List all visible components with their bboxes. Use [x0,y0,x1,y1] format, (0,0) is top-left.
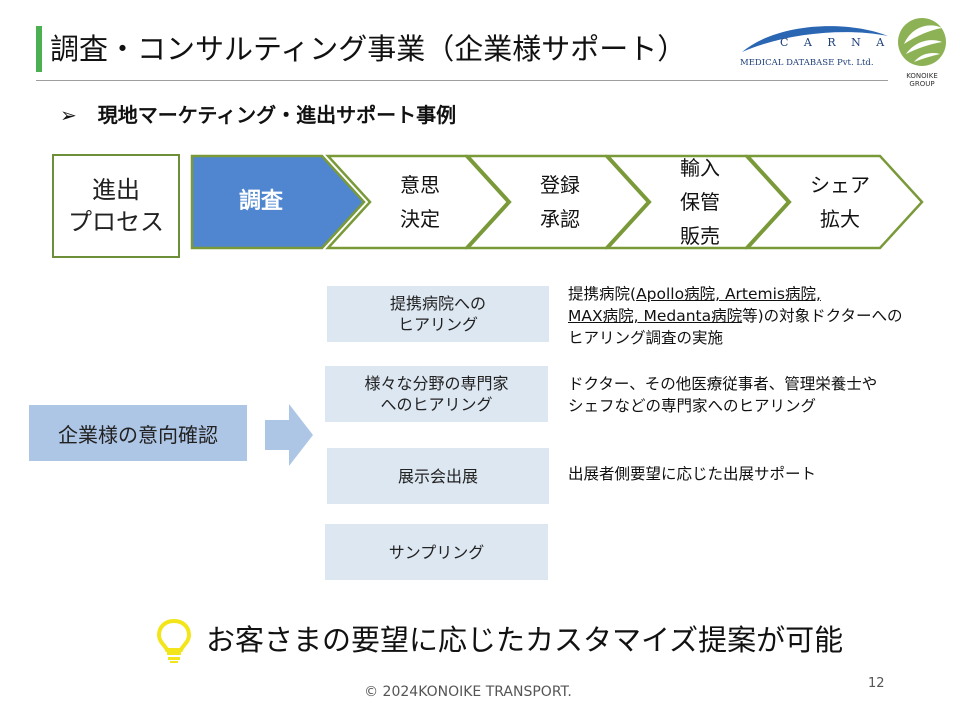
hospital-desc-line3: ヒアリング調査の実施 [568,329,724,347]
hospital-desc-prefix: 提携病院( [568,285,637,303]
item-exhibition-description: 出展者側要望に応じた出展サポート [568,463,816,485]
chevron-step-expansion [745,154,924,250]
intent-confirmation-box: 企業様の意向確認 [29,405,247,461]
lightbulb-icon [156,618,192,663]
copyright-footer: © 2024KONOIKE TRANSPORT. [364,684,572,700]
conclusion-text: お客さまの要望に応じたカスタマイズ提案が可能 [206,623,844,657]
konoike-line1: KONOIKE [906,72,938,80]
hospital-desc-line1: 提携病院(Apollo病院, Artemis病院, [568,283,903,305]
chevron-step-research [190,154,366,250]
carna-name: C A R N A [780,36,891,49]
carna-logo: C A R N A MEDICAL DATABASE Pvt. Ltd. [738,18,894,76]
hospital-desc-line2: MAX病院, Medanta病院等)の対象ドクターへの [568,305,903,327]
item-hospital-description: 提携病院(Apollo病院, Artemis病院, MAX病院, Medanta… [568,283,903,349]
process-chevrons: 調査 意思 決定 登録 承認 輸入 保管 販売 シェア 拡大 [186,150,926,254]
item-exhibition: 展示会出展 [327,448,549,504]
carna-subtitle: MEDICAL DATABASE Pvt. Ltd. [740,58,874,68]
right-arrow-icon [265,404,313,466]
konoike-logo: KONOIKE GROUP [894,14,950,88]
konoike-wordmark: KONOIKE GROUP [894,72,950,88]
item-expert-description: ドクター、その他医療従事者、管理栄養士や シェフなどの専門家へのヒアリング [568,373,877,417]
title-accent-bar [36,26,42,72]
chevron-step-registration [465,154,650,250]
item-sampling: サンプリング [325,524,548,580]
carna-swoosh-icon [742,26,888,52]
step-label-import: 輸入 保管 販売 [680,156,720,248]
konoike-line2: GROUP [909,80,935,88]
page-title: 調査・コンサルティング事業（企業様サポート） [50,32,687,66]
hospital-names-1: Apollo病院, Artemis病院, [636,285,821,303]
konoike-leaf-icon [898,18,946,66]
expert-desc-line2: シェフなどの専門家へのヒアリング [568,397,817,415]
item-hospital-hearing: 提携病院への ヒアリング [327,286,549,342]
section-subheading: ➢ 現地マーケティング・進出サポート事例 [60,100,456,130]
chevron-step-decision [325,154,510,250]
arrow-bullet-icon: ➢ [60,103,77,127]
title-divider [36,80,888,81]
step-label-registration: 登録 承認 [540,173,580,231]
subheading-text: 現地マーケティング・進出サポート事例 [97,103,457,127]
process-label-box: 進出 プロセス [52,154,180,258]
expert-desc-line1: ドクター、その他医療従事者、管理栄養士や [568,375,878,393]
exhibition-desc-line1: 出展者側要望に応じた出展サポート [568,465,817,483]
step-label-expansion: シェア 拡大 [810,173,870,231]
step-label-research: 調査 [238,189,283,214]
step-label-decision: 意思 決定 [400,173,440,231]
hospital-desc-suffix: 等)の対象ドクターへの [742,307,903,325]
hospital-names-2: MAX病院, Medanta病院 [568,307,743,325]
item-expert-hearing: 様々な分野の専門家 へのヒアリング [325,366,548,422]
page-number: 12 [868,676,885,691]
chevron-step-import [605,154,790,250]
